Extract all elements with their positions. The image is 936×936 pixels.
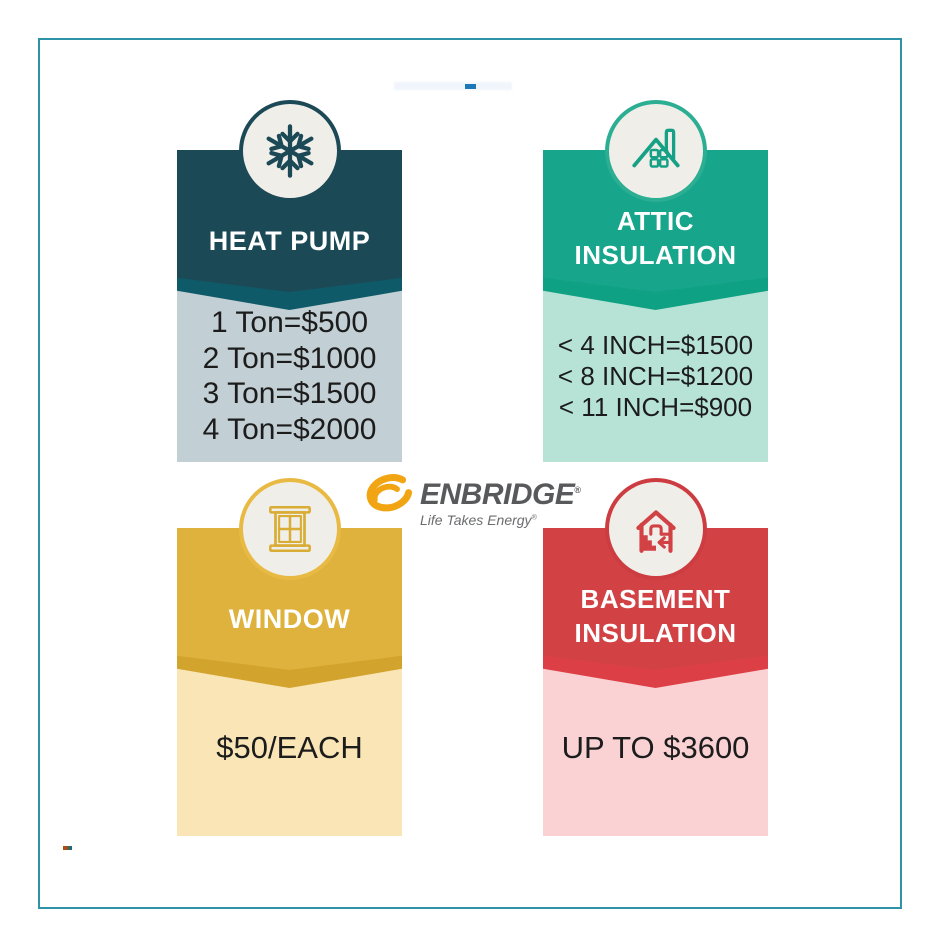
blue-dash-artifact [465,84,476,89]
card-attic-insulation: < 4 INCH=$1500 < 8 INCH=$1200 < 11 INCH=… [543,100,768,462]
attic-body: < 4 INCH=$1500 < 8 INCH=$1200 < 11 INCH=… [543,290,768,462]
enbridge-wordmark: ENBRIDGE® [420,474,581,511]
price-line: 3 Ton=$1500 [202,377,377,410]
window-body: $50/EACH [177,668,402,836]
price-line: < 8 INCH=$1200 [557,360,754,391]
title-line: WINDOW [228,604,351,634]
speck-artifact [63,846,72,850]
basement-house-icon [635,510,676,553]
attic-prices: < 4 INCH=$1500 < 8 INCH=$1200 < 11 INCH=… [558,330,753,423]
enbridge-logo-text: ENBRIDGE® Life Takes Energy® [420,466,581,529]
enbridge-swirl-icon [366,474,413,512]
basement-prices: UP TO $3600 [562,730,750,766]
tagline-text: Life Takes Energy [420,512,532,528]
enbridge-logo: ENBRIDGE® Life Takes Energy® [356,466,581,528]
price-line: 1 Ton=$500 [210,306,369,339]
window-prices: $50/EACH [216,730,362,766]
tagline-mark: ® [531,514,537,522]
title-line: INSULATION [574,240,737,270]
price-line: 4 Ton=$2000 [202,412,377,446]
basement-title: BASEMENT INSULATION [543,582,768,650]
heat-pump-prices: 1 Ton=$500 2 Ton=$1000 3 Ton=$1500 4 Ton… [203,305,377,447]
title-line: ATTIC [616,206,695,236]
heat-pump-badge [238,100,341,202]
basement-body: UP TO $3600 [543,668,768,836]
price-line: 2 Ton=$1000 [202,341,377,375]
card-heat-pump: 1 Ton=$500 2 Ton=$1000 3 Ton=$1500 4 Ton… [177,100,402,462]
price-line: UP TO $3600 [561,730,750,765]
price-line: $50/EACH [216,730,363,765]
card-basement-insulation: UP TO $3600 BASEMENT INSULATION [543,478,768,836]
price-line: < 4 INCH=$1500 [557,329,754,360]
registered-mark: ® [574,485,581,495]
snowflake-icon [260,121,320,181]
wordmark-text: ENBRIDGE [420,478,575,511]
card-window: $50/EACH WINDOW [177,478,402,836]
attic-house-icon [631,128,680,168]
title-line: BASEMENT [580,584,731,614]
page-border [38,38,902,909]
window-title: WINDOW [177,604,402,635]
erased-text-smudge [394,82,512,90]
window-icon [268,506,311,552]
window-badge [238,478,341,580]
basement-badge [604,478,707,580]
price-line: < 11 INCH=$900 [558,391,753,422]
heat-pump-body: 1 Ton=$500 2 Ton=$1000 3 Ton=$1500 4 Ton… [177,290,402,462]
enbridge-tagline: Life Takes Energy® [420,512,581,528]
title-line: HEAT PUMP [208,226,371,256]
heat-pump-title: HEAT PUMP [177,226,402,257]
attic-badge [604,100,707,202]
attic-title: ATTIC INSULATION [543,204,768,272]
title-line: INSULATION [574,618,737,648]
